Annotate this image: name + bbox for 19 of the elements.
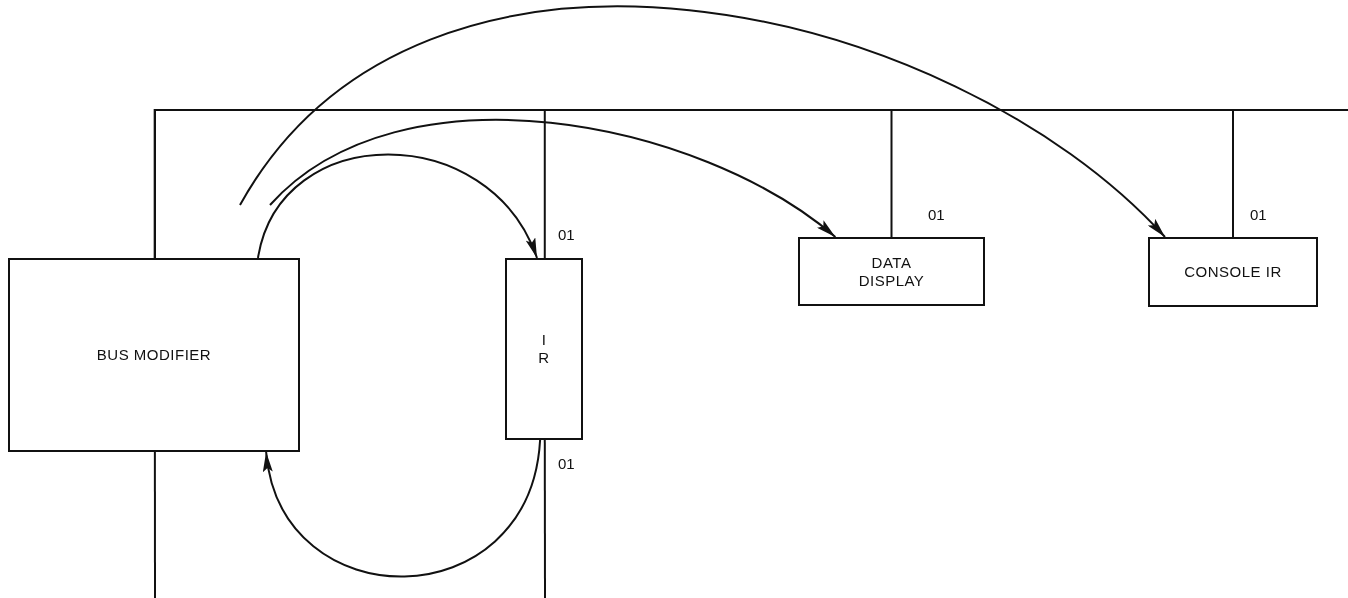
bus-line: [153, 451, 156, 598]
line-number-label: 01: [558, 226, 575, 243]
bus-line: [153, 109, 1234, 259]
block-label: DATA DISPLAY: [857, 253, 926, 290]
block-label: CONSOLE IR: [1183, 263, 1283, 281]
block-label: BUS MODIFIER: [95, 346, 213, 364]
block-box: [1148, 237, 1318, 307]
line-number-label: 01: [1250, 206, 1267, 223]
block-box: [798, 237, 985, 306]
curved-arrow: [269, 118, 837, 238]
block-label: I R: [538, 331, 550, 367]
bus-line: [543, 439, 546, 598]
curved-arrow: [256, 153, 538, 259]
line-number-label: 01: [558, 455, 575, 472]
curved-arrow: [265, 439, 542, 578]
curved-arrow: [239, 5, 1166, 238]
line-number-label: 01: [928, 206, 945, 223]
block-box: [8, 258, 300, 452]
block-box: [505, 258, 583, 440]
